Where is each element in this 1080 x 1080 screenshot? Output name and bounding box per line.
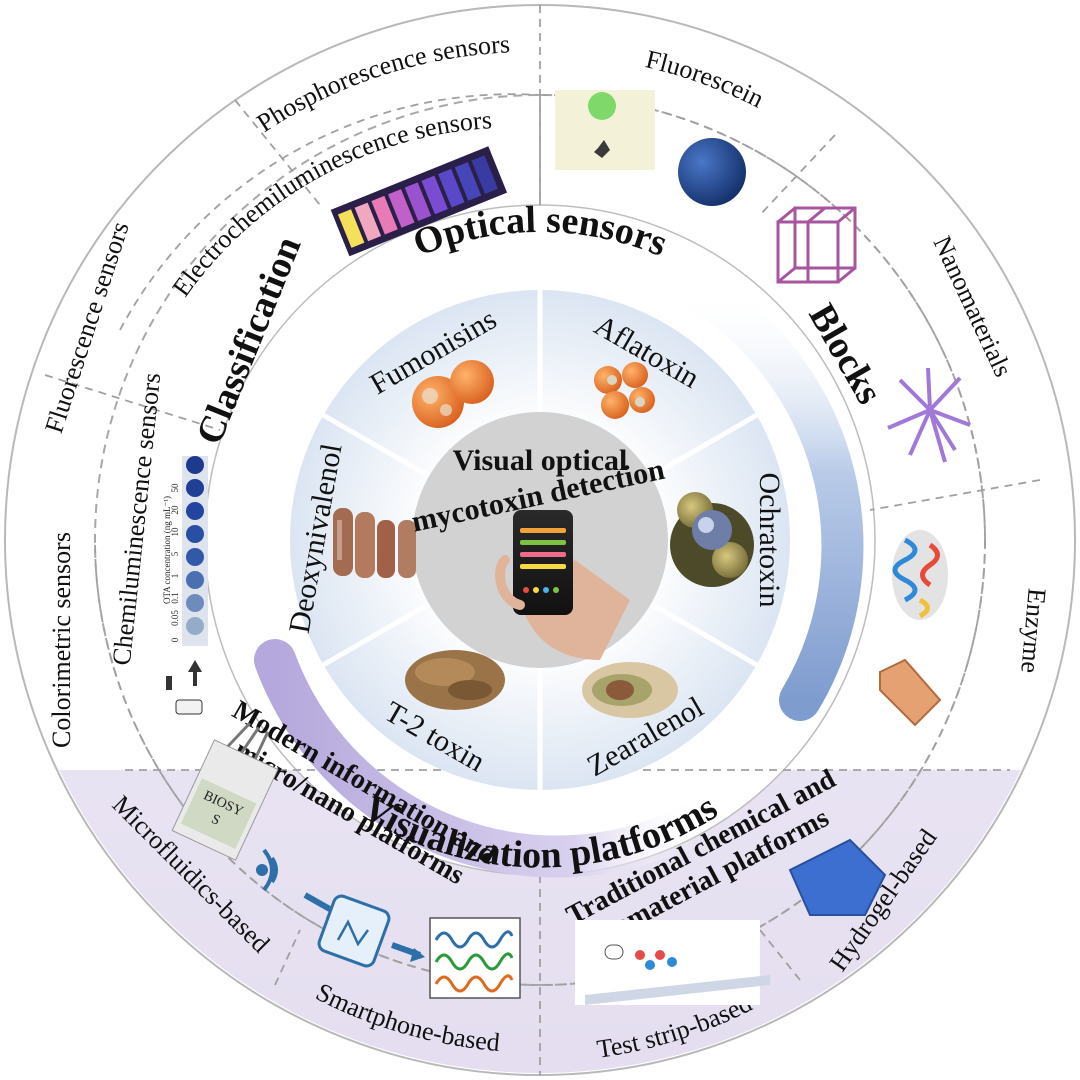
ecl-cuvettes-image: [330, 146, 508, 257]
strip-value: 10: [170, 527, 180, 537]
aflatoxin-image: [594, 362, 655, 419]
platform-band: [7, 770, 1073, 1073]
center-title-line1: Visual optical: [453, 444, 628, 477]
enzyme-structure-image: [892, 530, 948, 620]
framework-cube-image: [776, 206, 857, 284]
smartphone-workflow-image: [256, 848, 521, 999]
fluorescein-image: [555, 90, 655, 170]
strip-concentration-label: OTA concentration (ng mL⁻¹): [162, 496, 172, 604]
item-colorimetric-sensors: Colorimetric sensors: [47, 532, 76, 748]
nanosphere-image: [678, 138, 746, 206]
colorimetric-strip-image: OTA concentration (ng mL⁻¹) 0 0.05 0.1 1 5 10…: [162, 456, 208, 715]
fumonisins-image: [412, 360, 494, 428]
hydrogel-image: [788, 838, 887, 916]
nanostar-image: [887, 367, 971, 463]
strip-value: 5: [170, 551, 180, 556]
strip-value: 0.1: [170, 592, 180, 603]
strip-value: 50: [170, 483, 180, 493]
crystal-image: [879, 658, 942, 727]
ochratoxin-image: [670, 492, 754, 587]
biosensor-chip-image: BIOSY S: [171, 722, 279, 861]
strip-value: 1: [170, 574, 180, 579]
label-ochratoxin: Ochratoxin: [753, 473, 786, 608]
test-strip-image: [575, 920, 770, 1005]
strip-value: 0.05: [170, 610, 180, 626]
smartphone-illustration: [495, 510, 630, 660]
t2-toxin-image: [405, 650, 505, 710]
visualization-arc: [254, 639, 721, 878]
zearalenol-image: [582, 662, 678, 718]
blocks-arc: [669, 264, 864, 721]
strip-value: 0: [170, 637, 180, 642]
deoxynivalenol-image: [333, 508, 416, 578]
strip-value: 20: [170, 505, 180, 515]
strip-values: 0 0.05 0.1 1 5 10 20 50: [170, 483, 180, 642]
